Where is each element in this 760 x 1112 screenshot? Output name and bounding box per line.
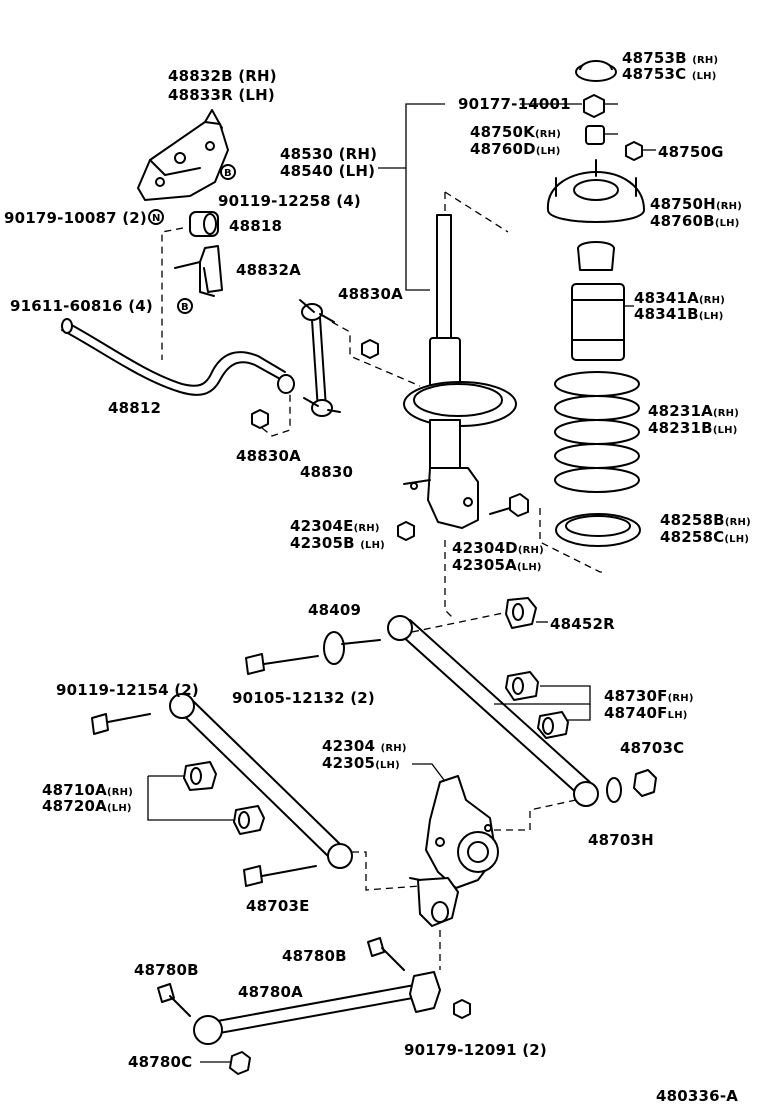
nut-48830A-lower: [251, 409, 269, 429]
label-48753B: 48753B (RH): [622, 49, 719, 67]
nut-48750G: [625, 141, 643, 161]
bushing-48720A: [233, 805, 265, 835]
label-48780A: 48780A: [238, 983, 303, 1001]
drawing-number: 480336-A: [656, 1087, 739, 1105]
label-48740F: 48740FLH): [604, 704, 688, 722]
marker-n: N: [152, 213, 161, 224]
label-90177-14001: 90177-14001: [458, 95, 571, 113]
bushing-48730F: [505, 671, 539, 701]
label-48341B: 48341B(LH): [634, 305, 724, 323]
label-90119-12258: 90119-12258 (4): [218, 192, 361, 210]
control-arm-lower: [169, 693, 353, 869]
label-48258C: 48258C(LH): [660, 528, 750, 546]
coil-spring-48231: [554, 371, 640, 493]
label-48258B: 48258B(RH): [660, 511, 751, 529]
marker-b-1: B: [224, 168, 232, 179]
label-48753C: 48753C (LH): [622, 65, 717, 83]
label-48780B-left: 48780B: [134, 961, 199, 979]
label-42304: 42304 (RH): [322, 737, 407, 755]
nut-48780C: [229, 1051, 251, 1075]
label-91611-60816: 91611-60816 (4): [10, 297, 153, 315]
label-48760B: 48760B(LH): [650, 212, 740, 230]
nut-marker-n: [148, 209, 164, 225]
label-48750K: 48750K(RH): [470, 123, 562, 141]
label-48750H: 48750H(RH): [650, 195, 742, 213]
label-48703H: 48703H: [588, 831, 654, 849]
washer-48703H: [606, 777, 622, 803]
label-48231B: 48231B(LH): [648, 419, 738, 437]
bolt-90105-12132: [245, 653, 319, 675]
upper-support-48750H: [546, 159, 645, 223]
nut-90177-14001: [583, 94, 605, 118]
label-90119-12154: 90119-12154 (2): [56, 681, 199, 699]
label-48830A-upper: 48830A: [338, 285, 403, 303]
label-48231A: 48231A(RH): [648, 402, 740, 420]
spring-insulator-48258: [555, 513, 641, 547]
bolt-48780B-left: [157, 983, 191, 1017]
label-48780C: 48780C: [128, 1053, 193, 1071]
label-48341A: 48341A(RH): [634, 289, 726, 307]
label-48452R: 48452R: [550, 615, 615, 633]
label-48818: 48818: [229, 217, 283, 235]
nut-90179-12091: [453, 999, 471, 1019]
stabilizer-bracket-part: [137, 109, 229, 201]
label-48832A: 48832A: [236, 261, 301, 279]
nut-48703C: [633, 769, 657, 797]
label-48760D: 48760D(LH): [470, 140, 561, 158]
label-42305B: 42305B (LH): [290, 534, 385, 552]
bolt-90119-12154: [91, 713, 151, 735]
bushing-48710A: [183, 761, 217, 791]
nut-42304E: [397, 521, 415, 541]
label-48830: 48830: [300, 463, 354, 481]
label-48812: 48812: [108, 399, 162, 417]
label-42305: 42305(LH): [322, 754, 400, 772]
marker-b-2: B: [181, 302, 189, 313]
label-48720A: 48720A(LH): [42, 797, 132, 815]
nut-48830A-upper: [361, 339, 379, 359]
label-42304D: 42304D(RH): [452, 539, 544, 557]
label-48703E: 48703E: [246, 897, 310, 915]
label-90105-12132: 90105-12132 (2): [232, 689, 375, 707]
bushing-48452R: [505, 597, 537, 629]
bolt-48703E: [243, 865, 317, 887]
label-90179-12091: 90179-12091 (2): [404, 1041, 547, 1059]
label-48780B-right: 48780B: [282, 947, 347, 965]
dust-cap-48753: [575, 60, 617, 82]
label-42304E: 42304E(RH): [290, 517, 380, 535]
bolt-marker-b-2: [177, 298, 193, 314]
bushing-48818: [189, 211, 219, 237]
bracket-48832A: [174, 245, 223, 297]
shock-absorber-strut: [403, 214, 517, 529]
axle-carrier-42304: [409, 775, 499, 927]
bolt-marker-b-1: [220, 164, 236, 180]
label-48409: 48409: [308, 601, 362, 619]
lateral-rod-48780A: [193, 971, 441, 1045]
label-90179-10087: 90179-10087 (2): [4, 209, 147, 227]
label-42305A: 42305A(LH): [452, 556, 542, 574]
stabilizer-link-48830: [299, 299, 341, 417]
label-48833R: 48833R (LH): [168, 86, 275, 104]
label-48730F: 48730F(RH): [604, 687, 694, 705]
label-48830A-lower: 48830A: [236, 447, 301, 465]
bolt-42304D: [489, 493, 529, 517]
label-48540: 48540 (LH): [280, 162, 376, 180]
bump-stopper-48341: [571, 241, 625, 361]
bushing-48740F: [537, 711, 569, 739]
label-48703C: 48703C: [620, 739, 685, 757]
cam-plate-48409: [323, 631, 381, 665]
label-48832B: 48832B (RH): [168, 67, 277, 85]
label-48750G: 48750G: [658, 143, 724, 161]
label-48530: 48530 (RH): [280, 145, 378, 163]
label-48710A: 48710A(RH): [42, 781, 134, 799]
spacer-48750K: [585, 125, 605, 145]
bolt-48780B-right: [367, 937, 405, 971]
control-arm-upper: [387, 615, 599, 807]
stabilizer-bar-48812: [61, 318, 295, 396]
